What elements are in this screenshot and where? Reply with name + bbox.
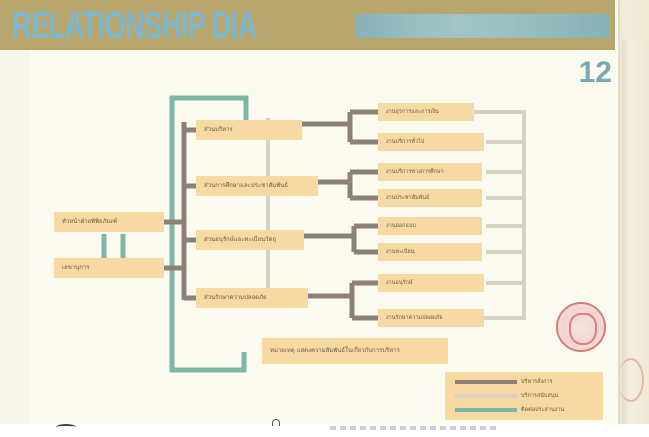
command-lines xyxy=(160,109,380,321)
legend-row-command: บริหารสั่งการ xyxy=(455,376,600,388)
node-education-pr: ส่วนการศึกษาและประชาสัมพันธ์ xyxy=(196,176,318,196)
legend-label-coordination: ติดต่อประสานงาน xyxy=(521,407,565,413)
legend-swatch-coordination xyxy=(455,408,517,412)
node-security-work: งานรักษาความปลอดภัย xyxy=(378,309,484,327)
legend-row-coordination: ติดต่อประสานงาน xyxy=(455,404,600,416)
node-conservation-registry: ส่วนอนุรักษ์และทะเบียนวัตถุ xyxy=(196,230,304,250)
handwritten-mark xyxy=(56,424,76,430)
node-conservation: งานอนุรักษ์ xyxy=(378,274,484,292)
node-general-service: งานบริการทั่วไป xyxy=(378,133,484,151)
legend-label-support: บริการสนับสนุน xyxy=(521,393,559,399)
node-finance: งานธุรการและการเงิน xyxy=(378,103,474,121)
faint-caption-marks xyxy=(330,426,500,430)
poster-title: RELATIONSHIP DIA xyxy=(12,5,257,47)
title-banner: RELATIONSHIP DIA xyxy=(0,0,615,50)
node-registry: งานทะเบียน xyxy=(378,243,482,261)
node-education-service: งานบริการทางการศึกษา xyxy=(378,163,482,181)
legend-row-support: บริการสนับสนุน xyxy=(455,390,600,402)
node-head: หัวหน้าฝ่ายพิพิธภัณฑ์ xyxy=(54,212,164,232)
legend-label-command: บริหารสั่งการ xyxy=(521,379,553,385)
node-security: ส่วนรักษาความปลอดภัย xyxy=(196,288,308,308)
note-box: หมายเหตุ แสดงความสัมพันธ์ในเกี่ยวกับการบ… xyxy=(262,338,448,364)
support-lines xyxy=(266,110,526,320)
emblem-inner xyxy=(569,313,597,345)
coordination-lines xyxy=(101,95,249,373)
legend: บริหารสั่งการ บริการสนับสนุน ติดต่อประสา… xyxy=(445,372,603,420)
page-number: 12 xyxy=(578,56,612,89)
title-subtext-blurred xyxy=(355,14,610,38)
node-secretary: เลขานุการ xyxy=(54,258,164,278)
photo-bottom-edge xyxy=(0,424,649,437)
handwritten-mark xyxy=(272,419,280,426)
node-design: งานออกแบบ xyxy=(378,217,482,235)
emblem-seal xyxy=(556,302,606,352)
legend-swatch-command xyxy=(455,380,517,384)
legend-swatch-support xyxy=(455,394,517,398)
emblem-seal-partial xyxy=(618,358,644,402)
node-administration: ส่วนบริหาร xyxy=(196,120,302,140)
node-public-relations: งานประชาสัมพันธ์ xyxy=(378,189,482,207)
